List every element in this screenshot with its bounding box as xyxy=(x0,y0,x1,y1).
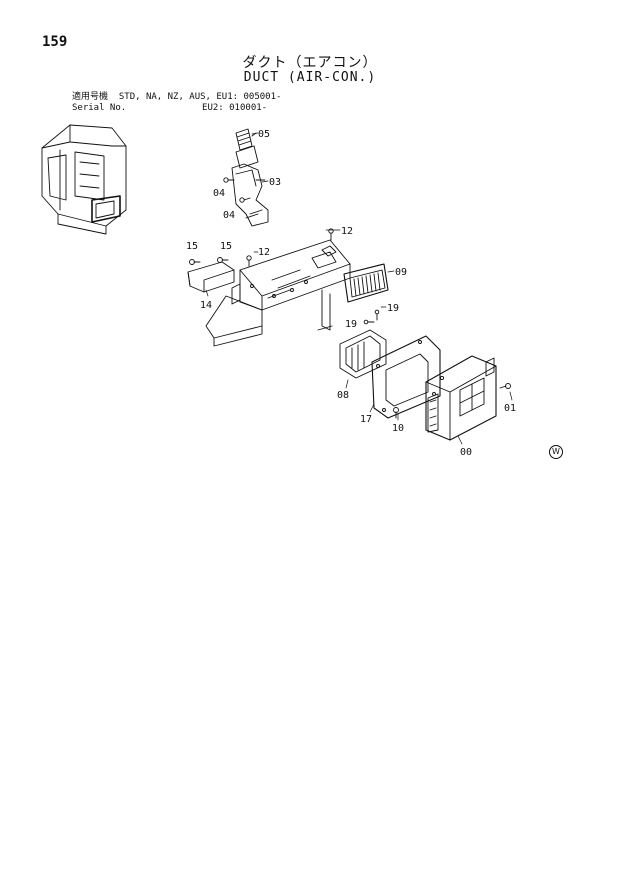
callout-04-upper: 04 xyxy=(213,188,225,199)
title-japanese: ダクト（エアコン） xyxy=(242,55,378,71)
serial-label-jp: 適用号機 xyxy=(72,92,109,102)
part-14-block xyxy=(187,261,235,293)
part-01-screw xyxy=(499,383,511,389)
callout-12-lower: 12 xyxy=(258,247,270,258)
page-number: 159 xyxy=(42,34,68,50)
serial-value-1: STD, NA, NZ, AUS, EU1: 005001- xyxy=(118,92,282,102)
part-09-filter xyxy=(343,263,389,303)
main-bracket xyxy=(205,239,351,347)
callout-05: 05 xyxy=(258,129,270,140)
callout-01: 01 xyxy=(504,403,516,414)
serial-row-2: Serial No. EU2: 010001- xyxy=(72,103,281,114)
callout-12-upper: 12 xyxy=(341,226,353,237)
callout-15-right: 15 xyxy=(220,241,232,252)
callout-08: 08 xyxy=(337,390,349,401)
callout-14: 14 xyxy=(200,300,212,311)
part-12-clip xyxy=(246,228,334,267)
part-05-nozzle xyxy=(235,128,259,169)
callout-19-left: 19 xyxy=(345,319,357,330)
callout-00: 00 xyxy=(460,447,472,458)
callout-19-right: 19 xyxy=(387,303,399,314)
cab-illustration xyxy=(41,124,127,235)
serial-row-1: 適用号機 STD, NA, NZ, AUS, EU1: 005001- xyxy=(72,92,281,103)
part-10-screw xyxy=(393,407,399,419)
part-00-panel xyxy=(425,355,497,441)
w-symbol: W xyxy=(549,445,563,459)
callout-03: 03 xyxy=(269,177,281,188)
serial-applicability: 適用号機 STD, NA, NZ, AUS, EU1: 005001- Seri… xyxy=(72,92,281,114)
callout-17: 17 xyxy=(360,414,372,425)
part-15-screws xyxy=(189,257,229,265)
callout-09: 09 xyxy=(395,267,407,278)
callout-15-left: 15 xyxy=(186,241,198,252)
title-english: DUCT (AIR-CON.) xyxy=(243,70,377,85)
callout-04-lower: 04 xyxy=(223,210,235,221)
serial-label-en: Serial No. xyxy=(72,103,127,113)
part-17-gasket xyxy=(371,335,441,419)
serial-value-2: EU2: 010001- xyxy=(202,103,268,113)
callout-10: 10 xyxy=(392,423,404,434)
leader-lines xyxy=(205,132,513,445)
part-08-housing xyxy=(339,329,387,379)
part-04-screws xyxy=(223,177,251,203)
part-19-clips xyxy=(363,309,380,325)
part-03-duct xyxy=(231,163,269,227)
